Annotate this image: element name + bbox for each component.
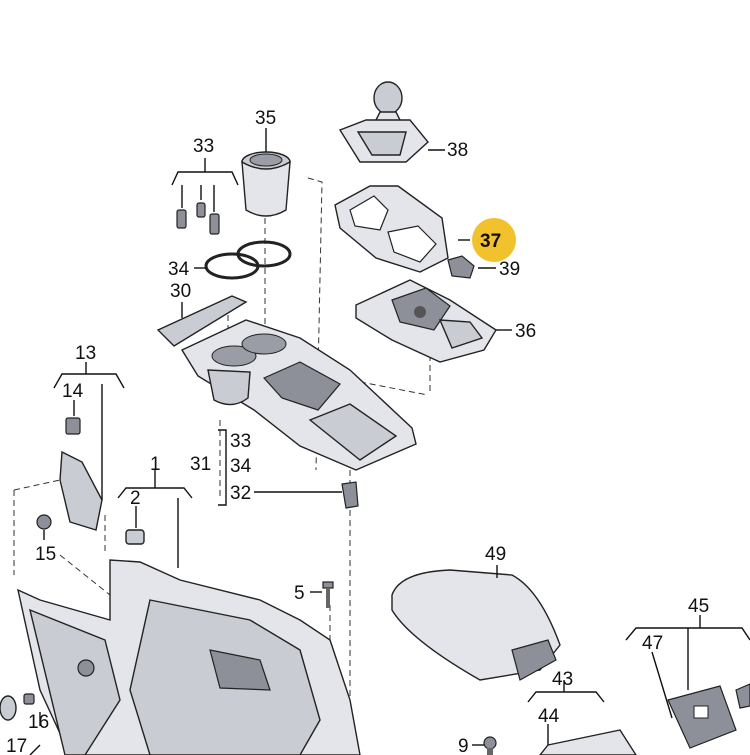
callout-37[interactable]: 37 <box>480 231 501 252</box>
callout-33-console[interactable]: 33 <box>230 431 251 452</box>
callout-38[interactable]: 38 <box>447 140 468 161</box>
callout-36[interactable]: 36 <box>515 321 536 342</box>
highlight-marker <box>472 218 516 262</box>
screw-part-5 <box>322 581 334 608</box>
leader-lines <box>29 128 750 755</box>
callout-15[interactable]: 15 <box>35 544 56 565</box>
callout-49[interactable]: 49 <box>485 544 506 565</box>
cup-ring-parts <box>204 240 292 280</box>
cup-holder-insert-part <box>241 151 291 217</box>
callout-47[interactable]: 47 <box>642 633 663 654</box>
callout-44[interactable]: 44 <box>538 706 560 727</box>
bracket-part <box>341 481 359 509</box>
callout-2[interactable]: 2 <box>130 488 141 509</box>
armrest-base-parts <box>539 729 637 755</box>
callout-5[interactable]: 5 <box>294 583 305 604</box>
trim-frame-part <box>334 185 449 273</box>
trim-strip-part <box>156 295 248 347</box>
clip-part-16 <box>0 693 35 721</box>
left-bracket-parts <box>36 417 103 531</box>
callout-31[interactable]: 31 <box>190 454 211 475</box>
switch-part <box>447 255 475 279</box>
callout-45[interactable]: 45 <box>688 596 709 617</box>
callout-39[interactable]: 39 <box>499 259 520 280</box>
callout-34-console[interactable]: 34 <box>230 456 252 477</box>
armrest-part <box>391 569 561 681</box>
callout-33-top[interactable]: 33 <box>193 136 214 157</box>
callout-35[interactable]: 35 <box>255 108 276 129</box>
hinge-parts <box>667 683 750 749</box>
clip-part-2 <box>125 529 145 545</box>
callout-32[interactable]: 32 <box>230 483 251 504</box>
callout-34-top[interactable]: 34 <box>168 259 190 280</box>
shifter-housing-part <box>355 279 497 363</box>
center-console-upper-part <box>180 319 417 471</box>
gear-knob-boot-part <box>338 81 429 163</box>
callout-30[interactable]: 30 <box>170 281 191 302</box>
callout-17[interactable]: 17 <box>6 736 27 755</box>
callout-43[interactable]: 43 <box>552 669 573 690</box>
center-console-lower-part <box>17 559 361 755</box>
screw-part-9 <box>483 736 497 755</box>
callout-9[interactable]: 9 <box>458 736 469 755</box>
callout-13[interactable]: 13 <box>75 343 96 364</box>
callout-16[interactable]: 16 <box>28 712 49 733</box>
callout-labels: 35 33 38 37 39 34 30 36 13 14 33 31 34 3… <box>6 108 709 755</box>
callout-14[interactable]: 14 <box>62 381 84 402</box>
callout-1[interactable]: 1 <box>150 454 161 475</box>
clip-parts <box>176 202 220 235</box>
